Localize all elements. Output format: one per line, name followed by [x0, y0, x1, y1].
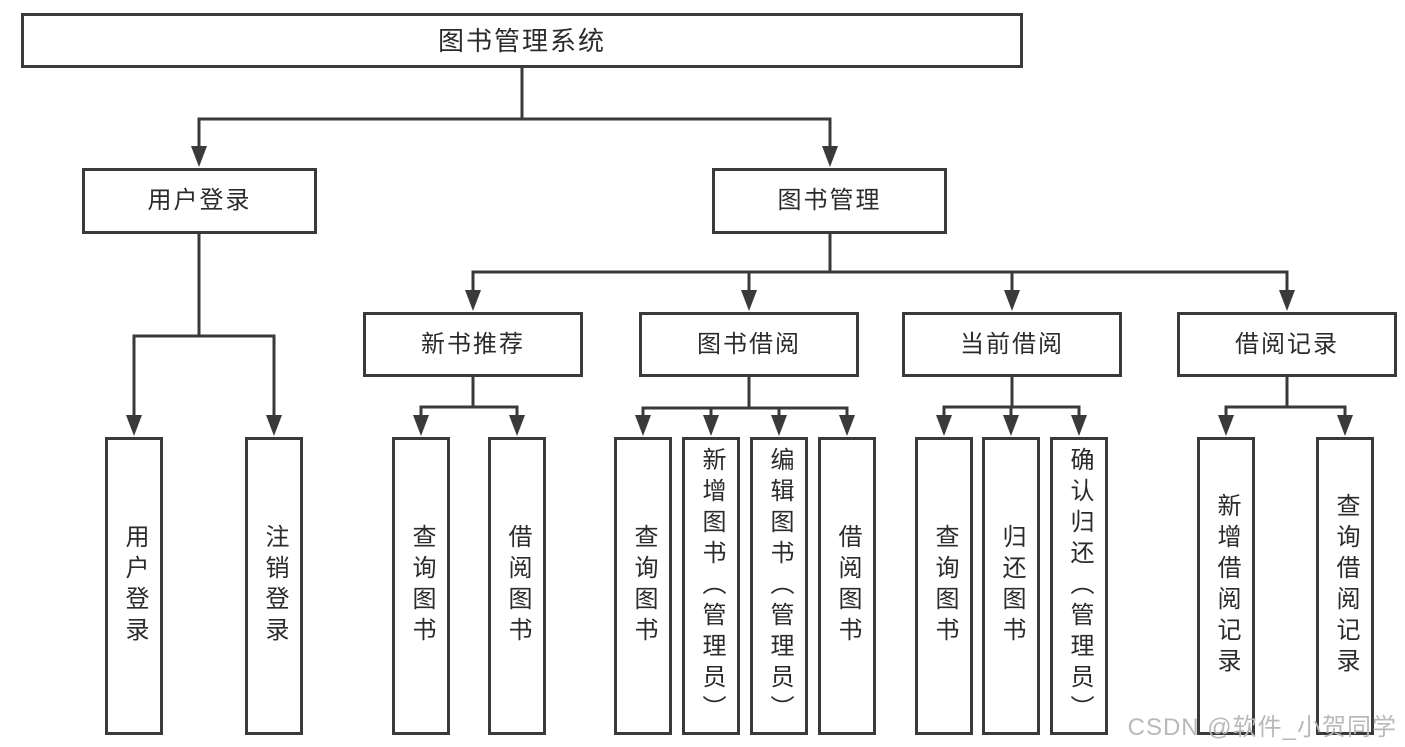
- node-book-borrowing: 图书借阅: [639, 312, 859, 377]
- leaf-query-books-1: 查询图书: [392, 437, 450, 735]
- leaf-edit-book-admin: 编辑图书（管理员）: [750, 437, 808, 735]
- leaf-borrow-books-1: 借阅图书: [488, 437, 546, 735]
- node-new-book-recommendation: 新书推荐: [363, 312, 583, 377]
- node-library-management-system: 图书管理系统: [21, 13, 1023, 68]
- leaf-query-borrow-record: 查询借阅记录: [1316, 437, 1374, 735]
- node-current-borrowing: 当前借阅: [902, 312, 1122, 377]
- csdn-watermark: CSDN @软件_小贺同学: [1127, 714, 1397, 741]
- leaf-user-login: 用户登录: [105, 437, 163, 735]
- leaf-query-books-3: 查询图书: [915, 437, 973, 735]
- leaf-add-book-admin: 新增图书（管理员）: [682, 437, 740, 735]
- leaf-logout: 注销登录: [245, 437, 303, 735]
- node-user-login: 用户登录: [82, 168, 317, 234]
- node-borrowing-records: 借阅记录: [1177, 312, 1397, 377]
- node-book-management: 图书管理: [712, 168, 947, 234]
- leaf-confirm-return-admin: 确认归还（管理员）: [1050, 437, 1108, 735]
- leaf-return-book: 归还图书: [982, 437, 1040, 735]
- leaf-query-books-2: 查询图书: [614, 437, 672, 735]
- leaf-borrow-books-2: 借阅图书: [818, 437, 876, 735]
- leaf-add-borrow-record: 新增借阅记录: [1197, 437, 1255, 735]
